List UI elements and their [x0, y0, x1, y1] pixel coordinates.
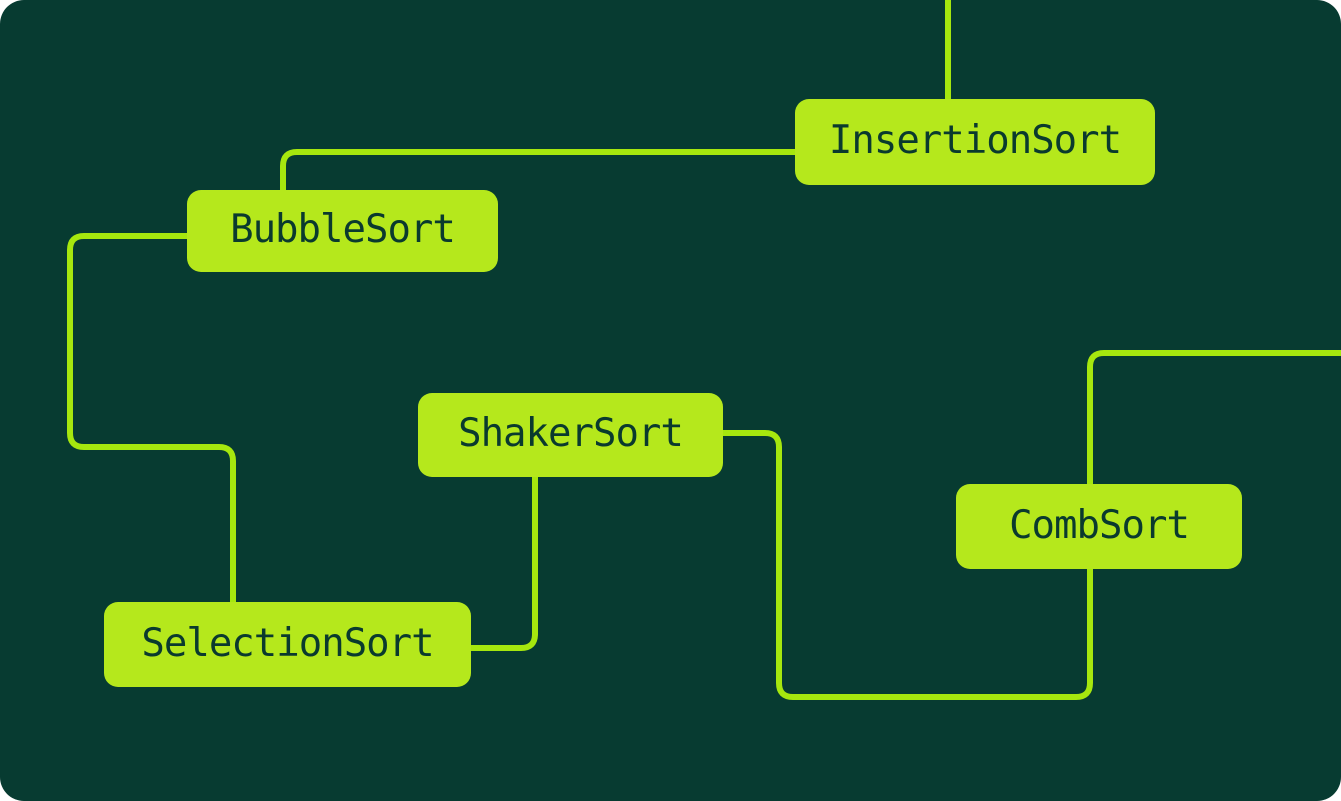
connector-insertionsort-to-bubblesort — [280, 149, 799, 194]
node-combsort[interactable]: CombSort — [956, 484, 1242, 569]
connector-shakersort-to-selectionsort — [467, 473, 538, 651]
node-insertionsort[interactable]: InsertionSort — [795, 99, 1155, 185]
node-shakersort[interactable]: ShakerSort — [418, 393, 723, 477]
connector-bubblesort-to-selectionsort — [67, 233, 236, 606]
node-selectionsort-label: SelectionSort — [141, 620, 434, 666]
connector-combsort-to-right-edge — [1087, 350, 1341, 488]
node-selectionsort[interactable]: SelectionSort — [104, 602, 471, 687]
node-shakersort-label: ShakerSort — [458, 411, 684, 456]
node-combsort-label: CombSort — [1009, 502, 1190, 548]
node-insertionsort-label: InsertionSort — [828, 118, 1122, 163]
node-bubblesort[interactable]: BubbleSort — [187, 190, 498, 272]
node-bubblesort-label: BubbleSort — [230, 207, 456, 252]
